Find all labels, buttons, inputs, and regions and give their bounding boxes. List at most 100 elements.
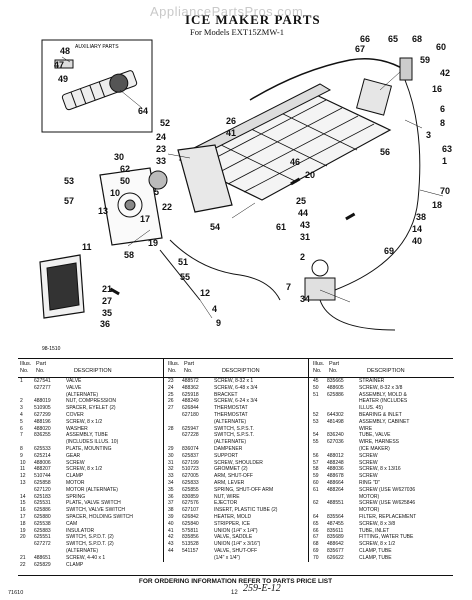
part-description: SPRING, SHUT-OFF ARM [214,486,274,493]
callout: 53 [64,176,74,186]
auxiliary-parts-box: AUXILIARY PARTS [41,39,153,133]
callout: 36 [100,319,110,329]
part-no: 625858 [34,479,51,486]
callout: 4 [212,304,217,314]
part-no: 626842 [182,513,199,520]
part-description: SCREW [359,473,378,480]
callout: 43 [300,220,310,230]
callout: 64 [138,106,148,116]
part-description: SCREW, 4-40 x 1 [66,554,106,561]
illus-no: 21 [20,554,26,561]
callout: 7 [286,282,291,292]
callout: 3 [426,130,431,140]
table-row: (ALTERNATE) [18,548,163,555]
part-description: VALVE, SADDLE [214,534,253,541]
part-no: 625918 [182,391,199,398]
illus-no: 8 [20,445,23,452]
callout: 22 [162,202,172,212]
callout: 11 [82,242,92,252]
illus-no: 20 [20,534,26,541]
part-no: 488006 [34,459,51,466]
callout: 42 [440,68,450,78]
part-no: 488196 [34,418,51,425]
part-no: 625886 [34,507,51,514]
illus-no: 58 [313,466,319,473]
part-no: 836240 [327,432,344,439]
illus-no: 34 [168,479,174,486]
part-description: THERMOSTAT [214,405,248,412]
part-description: PLATE, VALVE SWITCH [66,500,121,507]
part-no: 830859 [182,493,199,500]
table-row: (ALTERNATE) [164,439,309,446]
illus-no: 70 [313,554,319,561]
callout: 35 [102,308,112,318]
part-description: COVER [66,411,84,418]
part-no: 626622 [327,554,344,561]
part-description: SCREW, 6-24 x 3/4 [214,398,258,405]
part-no: 513528 [182,541,199,548]
callout: 5 [154,187,159,197]
part-description: SCREW [66,459,85,466]
column-header: Illus. Part No. No. DESCRIPTION [18,359,163,378]
part-description: UNION (1/4" x 3/16") [214,541,261,548]
ice-maker-assembly [39,56,444,331]
part-no: 835665 [327,378,344,384]
illus-no: 2 [20,398,23,405]
part-description: SCREW (USE W/625846 [359,500,416,507]
illus-no: 51 [313,391,319,398]
part-no: 625538 [34,520,51,527]
illus-no: 32 [168,466,174,473]
callout: 30 [114,152,124,162]
part-description: STRIPPER, ICE [214,520,251,527]
illus-no: 53 [313,418,319,425]
callout: 60 [436,42,446,52]
table-row: MOTOR) [309,494,454,501]
callout: 54 [210,222,220,232]
part-description: DAMPENER [214,445,243,452]
part-description: BEARING & INLET [359,411,402,418]
part-description: (1/4" x 1/4") [214,554,241,561]
callout: 23 [156,144,166,154]
part-no: 488012 [327,452,344,459]
part-no: 627120 [34,486,51,493]
part-description: MOTOR) [359,493,380,500]
callout: 51 [178,257,188,267]
callout: 69 [384,246,394,256]
part-no: 488605 [327,384,344,391]
part-no: 627005 [182,473,199,480]
part-description: SWITCH, S.P.D.T. (2) [66,534,114,541]
callout: 67 [355,44,365,54]
part-no: 835611 [327,527,344,534]
illus-no: 18 [20,520,26,527]
callout: 8 [440,118,445,128]
part-no: 627299 [34,411,51,418]
part-description: EJECTOR [214,500,238,507]
part-no: 836074 [182,445,199,452]
part-no: 488249 [182,398,199,405]
illus-no: 29 [168,445,174,452]
callout: 56 [380,147,390,157]
